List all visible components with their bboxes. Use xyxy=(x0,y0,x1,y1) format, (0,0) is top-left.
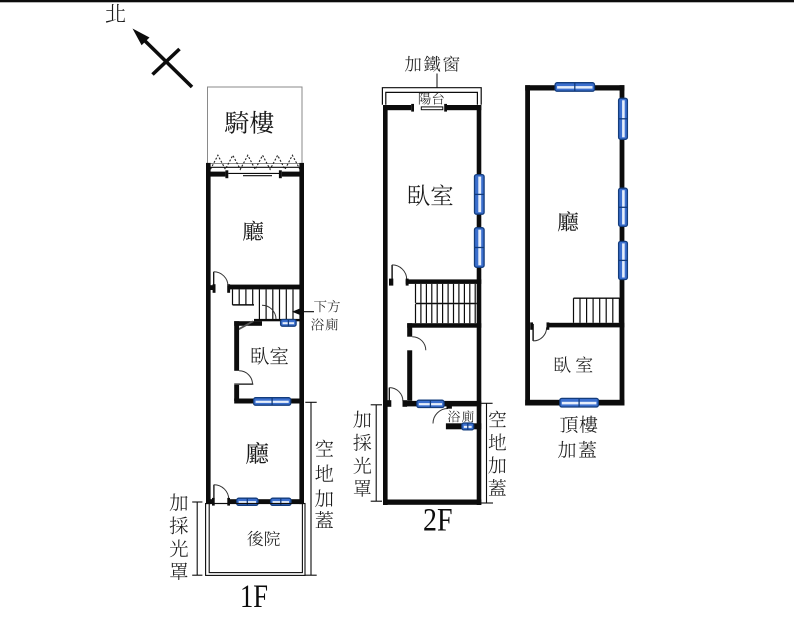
svg-text:2F: 2F xyxy=(423,503,453,539)
svg-text:1F: 1F xyxy=(240,579,268,615)
